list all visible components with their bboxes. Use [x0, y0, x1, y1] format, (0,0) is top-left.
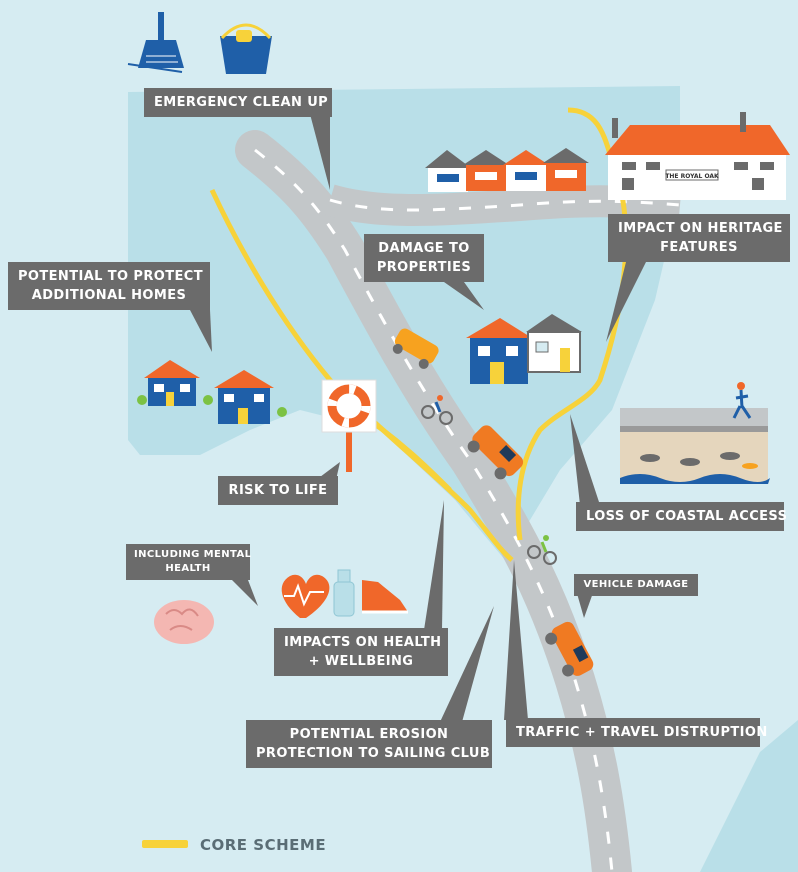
bucket-icon	[220, 23, 272, 74]
pub-sign: THE ROYAL OAK	[665, 173, 719, 180]
car-upper	[392, 328, 439, 369]
car-lower	[545, 621, 594, 677]
heritage-line2: FEATURES	[660, 240, 738, 255]
coastal-access-label: LOSS OF COASTAL ACCESS	[586, 509, 788, 524]
mental-health-line2: HEALTH	[165, 563, 211, 574]
water-bottle-icon	[333, 569, 355, 617]
health-line2: + WELLBEING	[308, 654, 414, 669]
callout-erosion-protection: POTENTIAL EROSION PROTECTION TO SAILING …	[246, 720, 492, 768]
broom-icon	[127, 12, 184, 73]
lifebuoy-icon	[321, 379, 377, 472]
car-middle	[467, 425, 524, 480]
cyclist-upper	[421, 395, 453, 425]
callout-vehicle-damage: VEHICLE DAMAGE	[574, 574, 698, 596]
royal-oak-pub: THE ROYAL OAK	[605, 112, 790, 200]
mental-health-line1: INCLUDING MENTAL	[134, 549, 252, 560]
risk-to-life-label: RISK TO LIFE	[228, 483, 328, 498]
callout-mental-health: INCLUDING MENTAL HEALTH	[126, 544, 252, 580]
potential-protect-line1: POTENTIAL TO PROTECT	[18, 269, 203, 284]
heart-icon	[281, 574, 330, 618]
brain-icon	[154, 600, 214, 644]
health-line1: IMPACTS ON HEALTH	[284, 635, 442, 650]
damaged-properties	[466, 314, 582, 384]
heritage-line1: IMPACT ON HERITAGE	[618, 221, 783, 236]
terraced-houses	[425, 148, 589, 192]
callout-potential-protect: POTENTIAL TO PROTECT ADDITIONAL HOMES	[8, 262, 210, 310]
callout-emergency-clean-up: EMERGENCY CLEAN UP	[144, 88, 332, 117]
damage-properties-line2: PROPERTIES	[376, 260, 472, 275]
damage-properties-line1: DAMAGE TO	[378, 241, 470, 256]
running-shoe-icon	[362, 580, 408, 614]
emergency-clean-up-label: EMERGENCY CLEAN UP	[154, 95, 329, 110]
erosion-line2: PROTECTION TO SAILING CLUB	[256, 746, 491, 761]
side-road-markings	[329, 198, 681, 212]
callout-traffic: TRAFFIC + TRAVEL DISTRUPTION	[506, 718, 767, 747]
cyclist-lower	[527, 535, 557, 565]
land-lower-right	[700, 720, 798, 872]
core-scheme-line-east	[515, 107, 629, 541]
potential-protect-line2: ADDITIONAL HOMES	[31, 288, 187, 303]
left-houses	[137, 360, 287, 424]
callout-health-wellbeing: IMPACTS ON HEALTH + WELLBEING	[274, 628, 448, 676]
legend-label-core-scheme: CORE SCHEME	[200, 836, 327, 854]
coastal-access-illustration	[620, 382, 770, 484]
vehicle-damage-label: VEHICLE DAMAGE	[583, 579, 689, 590]
callout-damage-properties: DAMAGE TO PROPERTIES	[364, 234, 484, 282]
traffic-label: TRAFFIC + TRAVEL DISTRUPTION	[516, 725, 768, 740]
callout-pointers	[190, 114, 646, 722]
legend-swatch-core-scheme	[142, 840, 188, 848]
erosion-line1: POTENTIAL EROSION	[289, 727, 449, 742]
callout-heritage: IMPACT ON HERITAGE FEATURES	[608, 214, 790, 262]
callout-coastal-access: LOSS OF COASTAL ACCESS	[576, 502, 788, 531]
callout-risk-to-life: RISK TO LIFE	[218, 476, 338, 505]
